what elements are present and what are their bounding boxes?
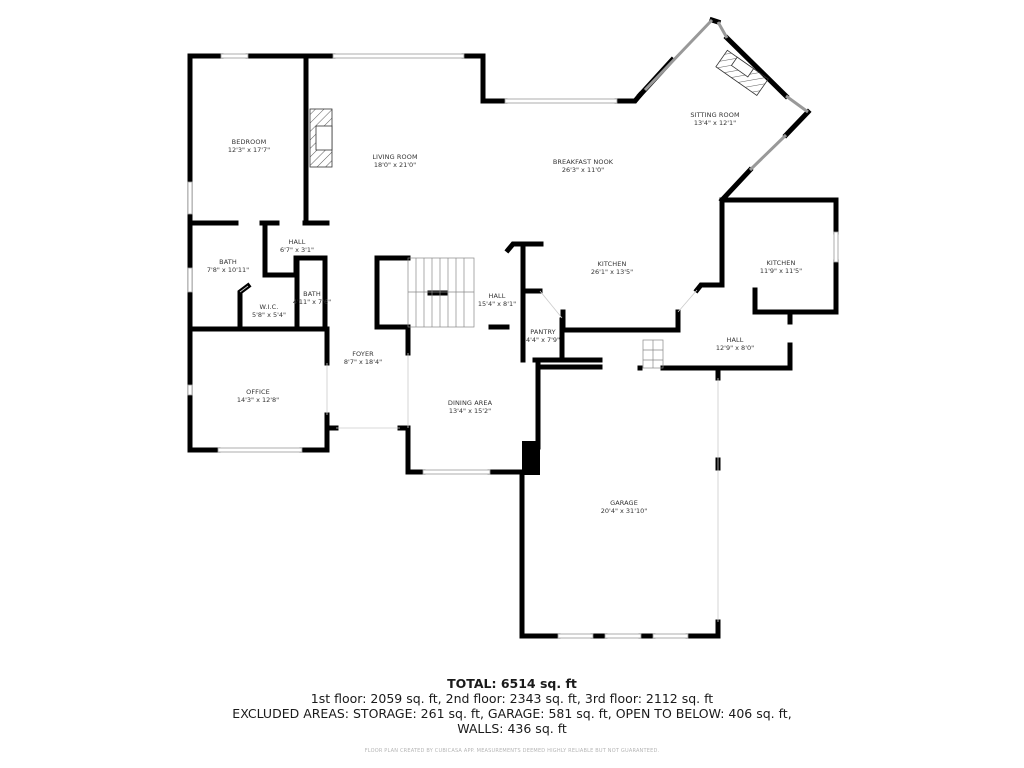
room-name: FOYER (352, 350, 374, 358)
room-dimensions: 18'0" x 21'0" (373, 161, 417, 169)
total-area: TOTAL: 6514 sq. ft (447, 676, 577, 691)
room-name: GARAGE (610, 499, 638, 507)
room-name: HALL (488, 292, 506, 300)
room-bath-small: BATH 4'11" x 7'6" (293, 290, 331, 306)
area-summary: TOTAL: 6514 sq. ft 1st floor: 2059 sq. f… (0, 676, 1024, 754)
floor-plan (187, 16, 839, 639)
walls (187, 16, 839, 639)
room-hall-upper: HALL 6'7" x 3'1" (280, 238, 314, 254)
room-sitting-room: SITTING ROOM 13'4" x 12'1" (690, 111, 739, 127)
room-dimensions: 8'7" x 18'4" (343, 358, 383, 366)
room-dimensions: 15'4" x 8'1" (477, 300, 517, 308)
room-hall-center: HALL 15'4" x 8'1" (478, 292, 516, 308)
room-dimensions: 12'3" x 17'7" (227, 146, 271, 154)
disclaimer: FLOOR PLAN CREATED BY CUBICASA APP. MEAS… (364, 748, 660, 754)
room-dimensions: 26'3" x 11'0" (561, 166, 605, 174)
room-dimensions: 20'4" x 31'10" (600, 507, 648, 515)
room-dimensions: 7'8" x 10'11" (206, 266, 250, 274)
room-name: HALL (288, 238, 306, 246)
pillar (522, 441, 540, 475)
openings (239, 285, 719, 622)
room-dimensions: 4'11" x 7'6" (292, 298, 332, 306)
room-dimensions: 13'4" x 15'2" (448, 407, 492, 415)
floor-areas: 1st floor: 2059 sq. ft, 2nd floor: 2343 … (310, 691, 714, 706)
room-name: DINING AREA (447, 399, 493, 407)
room-name: OFFICE (246, 388, 270, 396)
excluded-areas: EXCLUDED AREAS: STORAGE: 261 sq. ft, GAR… (232, 706, 792, 721)
room-hall-east: HALL 12'9" x 8'0" (716, 336, 754, 352)
room-dimensions: 4'4" x 7'9" (525, 336, 561, 344)
room-name: BEDROOM (231, 138, 267, 146)
room-name: SITTING ROOM (690, 111, 740, 119)
room-name: BATH (303, 290, 321, 298)
fireplace-icon (715, 49, 769, 96)
stairs-icon (407, 257, 664, 369)
walls-area: WALLS: 436 sq. ft (457, 721, 567, 736)
room-name: BATH (219, 258, 237, 266)
room-name: KITCHEN (597, 260, 627, 268)
room-name: KITCHEN (766, 259, 796, 267)
room-dimensions: 13'4" x 12'1" (693, 119, 737, 127)
room-dimensions: 6'7" x 3'1" (279, 246, 315, 254)
room-living-room: LIVING ROOM 18'0" x 21'0" (372, 153, 417, 169)
room-office: OFFICE 14'3" x 12'8" (237, 388, 279, 404)
room-bedroom: BEDROOM 12'3" x 17'7" (228, 138, 270, 154)
room-name: BREAKFAST NOOK (552, 158, 614, 166)
room-garage: GARAGE 20'4" x 31'10" (601, 499, 647, 515)
room-bath-main: BATH 7'8" x 10'11" (207, 258, 249, 274)
room-name: LIVING ROOM (372, 153, 418, 161)
room-dimensions: 11'9" x 11'5" (759, 267, 803, 275)
room-kitchen-main: KITCHEN 26'1" x 13'5" (591, 260, 633, 276)
room-foyer: FOYER 8'7" x 18'4" (344, 350, 382, 366)
room-name: W.I.C. (259, 303, 279, 311)
room-dining-area: DINING AREA 13'4" x 15'2" (448, 399, 492, 415)
room-name: PANTRY (530, 328, 556, 336)
fireplace-icon (309, 108, 333, 168)
room-name: HALL (726, 336, 744, 344)
room-dimensions: 14'3" x 12'8" (236, 396, 280, 404)
room-wic: W.I.C. 5'8" x 5'4" (252, 303, 286, 319)
room-dimensions: 26'1" x 13'5" (590, 268, 634, 276)
room-dimensions: 5'8" x 5'4" (251, 311, 287, 319)
windows (187, 18, 839, 639)
room-pantry: PANTRY 4'4" x 7'9" (526, 328, 560, 344)
room-breakfast-nook: BREAKFAST NOOK 26'3" x 11'0" (553, 158, 613, 174)
room-kitchen-secondary: KITCHEN 11'9" x 11'5" (760, 259, 802, 275)
room-dimensions: 12'9" x 8'0" (715, 344, 755, 352)
